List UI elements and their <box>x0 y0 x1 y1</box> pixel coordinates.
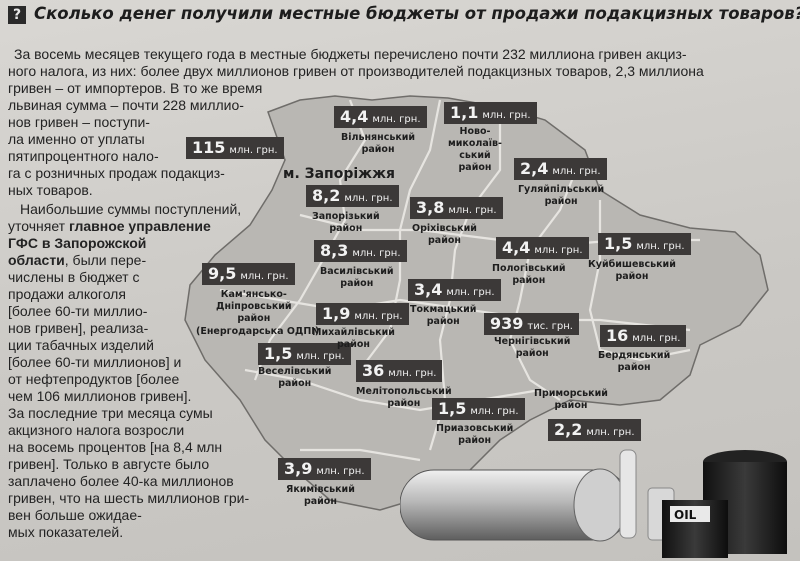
article-line: от нефтепродуктов [более <box>8 371 180 387</box>
article-line: Наибольшие суммы поступлений, <box>20 201 242 217</box>
article-line: чем 106 миллионов гривен]. <box>8 388 192 404</box>
article-line: ции табачных изделий <box>8 337 154 353</box>
article-line: [более 60-ти миллионов] и <box>8 354 182 370</box>
bottle <box>619 449 637 539</box>
article-line: ного налога, из них: более двух миллионо… <box>8 63 704 79</box>
district-label: (Енергодарська ОДПІ) <box>196 326 320 337</box>
headline: ? Сколько денег получили местные бюджеты… <box>8 4 800 30</box>
article-line: [более 60-ти миллио- <box>8 303 148 319</box>
article-line: области, были пере- <box>8 252 147 268</box>
city-label: м. Запоріжжя <box>283 166 395 182</box>
article-line: нов гривен – поступи- <box>8 114 150 130</box>
article-line: львиная сумма – почти 228 миллио- <box>8 97 244 113</box>
article-line: мых показателей. <box>8 524 124 540</box>
article-line: заплачено более 40-ка миллионов <box>8 473 234 489</box>
tanker-illustration: OIL <box>400 449 787 558</box>
article-line: гривен]. Только в августе было <box>8 456 210 472</box>
article-line: За последние три месяца сумы <box>8 405 213 421</box>
article-line: За восемь месяцев текущего года в местны… <box>14 46 687 62</box>
article-line: ГФС в Запорожской <box>8 235 147 251</box>
tanker-cap <box>573 468 627 542</box>
oil-label: OIL <box>674 508 697 522</box>
article-line: га с розничных продаж подакциз- <box>8 165 225 181</box>
headline-text: Сколько денег получили местные бюджеты о… <box>34 4 800 23</box>
article-line: числены в бюджет с <box>8 269 140 285</box>
question-mark-icon: ? <box>8 6 26 24</box>
article-line: уточняет главное управление <box>8 218 211 234</box>
article-line: вен больше ожидае- <box>8 507 142 523</box>
article-line: ных товаров. <box>8 182 93 198</box>
article-line: пятипроцентного нало- <box>8 148 159 164</box>
article-line: акцизного налога возросли <box>8 422 185 438</box>
article-line: продажи алкоголя <box>8 286 126 302</box>
article-line: гривен – от импортеров. В то же время <box>8 80 263 96</box>
article-line: на восемь процентов [на 8,4 млн <box>8 439 223 455</box>
article-line: ла именно от уплаты <box>8 131 145 147</box>
article-line: гривен, что на шесть миллионов гри- <box>8 490 250 506</box>
article-line: нов гривен], реализа- <box>8 320 149 336</box>
oil-label-box <box>670 506 710 522</box>
